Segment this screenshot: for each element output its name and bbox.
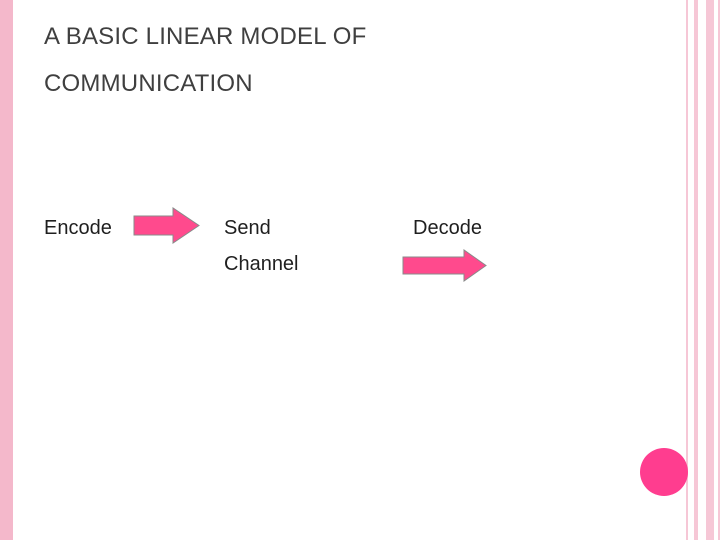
channel-label: Channel (224, 253, 299, 275)
decode-label: Decode (413, 217, 482, 239)
send-label: Send (224, 217, 271, 239)
title-line-2: COMMUNICATION (44, 70, 253, 98)
right-pink-lines (686, 0, 720, 540)
channel-to-decode-arrow-icon (402, 249, 487, 282)
encode-label: Encode (44, 217, 112, 239)
slide-title: A BASIC LINEAR MODEL OF COMMUNICATION (44, 23, 604, 98)
decorative-pink-circle (640, 448, 688, 496)
left-pink-border (0, 0, 13, 540)
encode-to-send-arrow-icon (133, 207, 200, 244)
title-line-1: A BASIC LINEAR MODEL OF (44, 23, 367, 50)
